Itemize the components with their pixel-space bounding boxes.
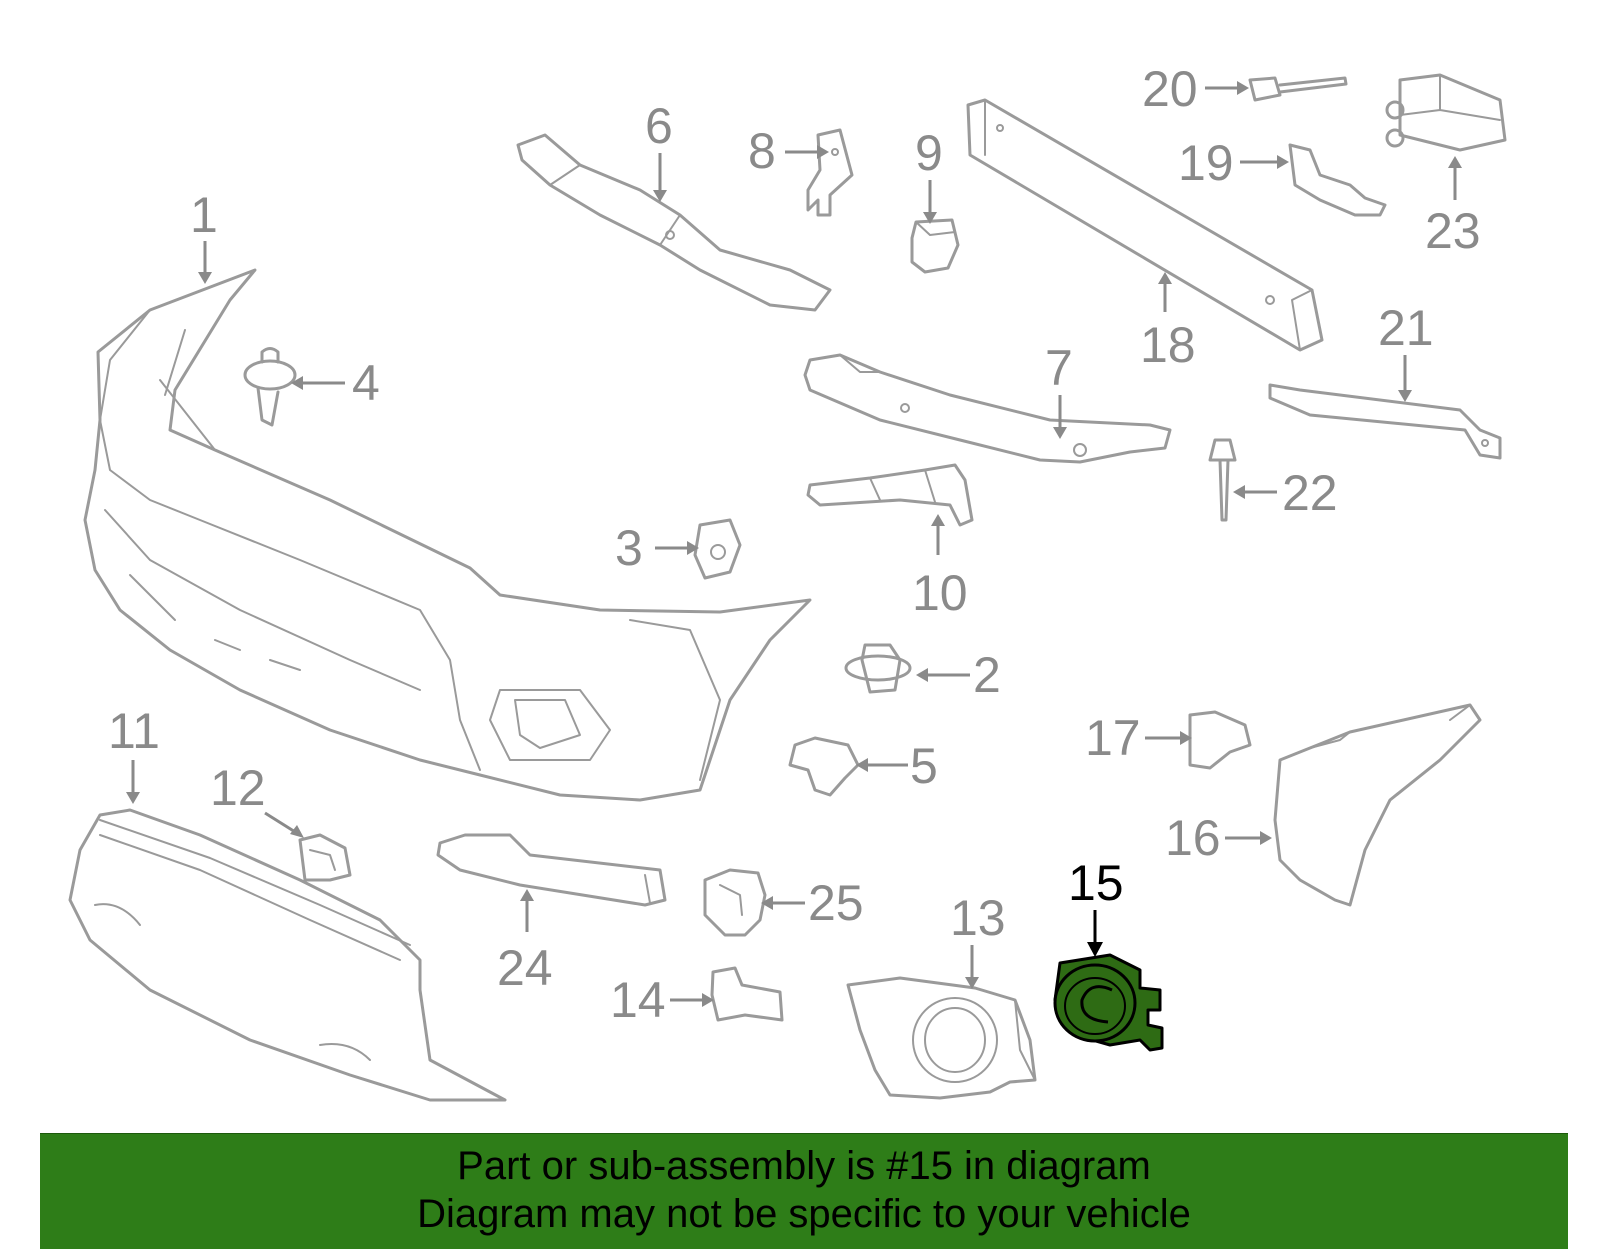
- callout-8: 8: [748, 123, 776, 179]
- callout-11: 11: [108, 703, 160, 759]
- callout-labels: 1 4 6 8 9 20 19 23 18 21 7 22 10 3 2 5 1…: [108, 61, 1481, 1028]
- part-25-bracket: [703, 868, 767, 937]
- part-15-fog-lamp: [1053, 953, 1164, 1052]
- part-3-clip: [693, 518, 742, 580]
- callout-15: 15: [1068, 855, 1124, 911]
- info-banner: Part or sub-assembly is #15 in diagram D…: [40, 1133, 1568, 1249]
- part-5-clip: [788, 736, 860, 797]
- part-21-bracket: [1268, 383, 1502, 460]
- part-17-retainer: [1188, 710, 1252, 770]
- part-13-bezel: [846, 976, 1037, 1100]
- callout-9: 9: [915, 125, 943, 181]
- leader-lines: [126, 81, 1462, 1007]
- callout-6: 6: [645, 98, 673, 154]
- callout-5: 5: [910, 738, 938, 794]
- callout-24: 24: [497, 940, 553, 996]
- callout-14: 14: [610, 972, 666, 1028]
- part-19-bracket: [1288, 143, 1387, 217]
- callout-13: 13: [950, 890, 1006, 946]
- part-16-liner: [1273, 703, 1482, 907]
- part-7-support: [803, 353, 1172, 464]
- banner-line-2: Diagram may not be specific to your vehi…: [417, 1192, 1191, 1236]
- callout-16: 16: [1165, 810, 1221, 866]
- part-24-molding: [436, 833, 667, 907]
- callout-3: 3: [615, 520, 643, 576]
- part-2-clip: [844, 643, 912, 694]
- part-18-reinforcement: [966, 98, 1324, 352]
- part-10-bracket: [806, 463, 974, 527]
- callout-4: 4: [352, 355, 380, 411]
- part-14-clip: [710, 966, 784, 1022]
- callout-25: 25: [808, 875, 864, 931]
- callout-21: 21: [1378, 300, 1434, 356]
- part-8-bracket: [806, 128, 854, 217]
- part-6-bracket: [516, 133, 832, 312]
- banner-line-1: Part or sub-assembly is #15 in diagram: [457, 1144, 1151, 1188]
- part-4-clip: [243, 347, 297, 427]
- callout-20: 20: [1142, 61, 1198, 117]
- callout-7: 7: [1045, 340, 1073, 396]
- callout-2: 2: [973, 647, 1001, 703]
- callout-17: 17: [1085, 710, 1141, 766]
- callout-19: 19: [1178, 135, 1234, 191]
- callout-22: 22: [1282, 465, 1338, 521]
- part-23-mount: [1385, 73, 1507, 152]
- part-1-bumper-cover: [83, 268, 812, 802]
- callout-18: 18: [1140, 317, 1196, 373]
- part-11-lower-panel: [68, 808, 507, 1102]
- part-20-bolt: [1248, 76, 1348, 102]
- callout-12: 12: [210, 760, 266, 816]
- callout-10: 10: [912, 565, 968, 621]
- part-9-retainer: [910, 218, 960, 274]
- callout-23: 23: [1425, 203, 1481, 259]
- part-22-pin: [1208, 438, 1237, 522]
- callout-1: 1: [190, 187, 218, 243]
- part-12-clip: [298, 833, 352, 882]
